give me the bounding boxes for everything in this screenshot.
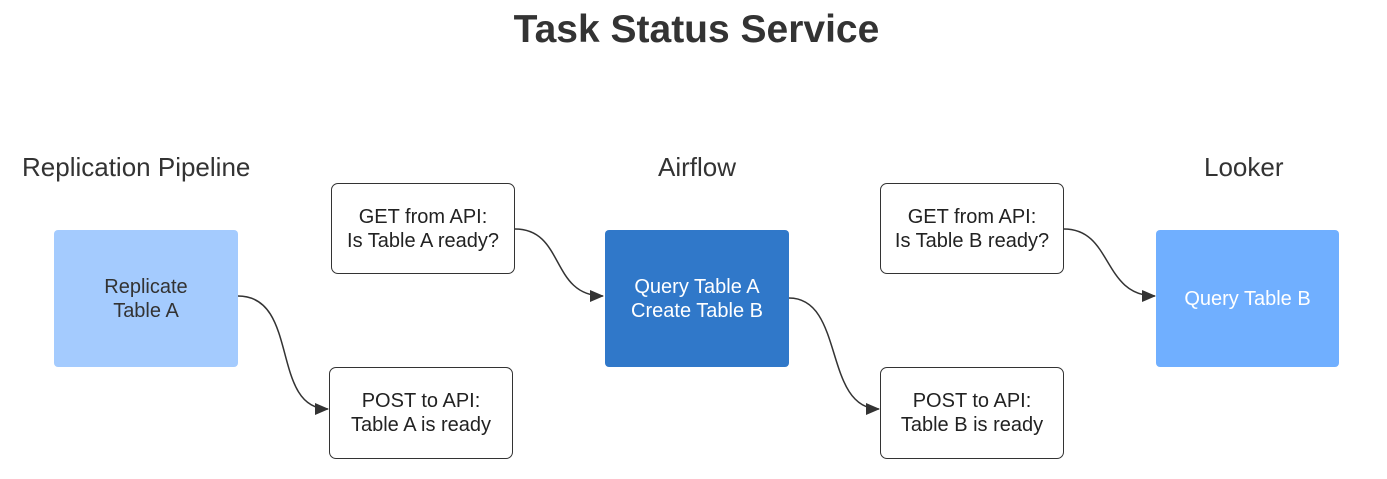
get-table-b-ready-note[interactable]: GET from API: Is Table B ready?: [880, 183, 1064, 274]
box-line: Table A: [113, 299, 179, 322]
connector-get-b-to-looker: [1063, 228, 1156, 302]
box-line: Is Table A ready?: [347, 229, 499, 252]
box-line: Query Table A: [634, 275, 760, 298]
connector-replicate-to-post-a: [237, 295, 329, 415]
box-line: Replicate: [104, 275, 188, 298]
connector-get-a-to-airflow: [514, 228, 604, 302]
box-line: GET from API:: [907, 205, 1037, 228]
diagram-title: Task Status Service: [513, 8, 880, 51]
box-line: Table A is ready: [350, 414, 492, 436]
box-line: POST to API:: [361, 390, 481, 412]
box-line: Create Table B: [631, 299, 763, 322]
post-table-a-ready-note[interactable]: POST to API: Table A is ready: [329, 367, 513, 459]
connector-airflow-to-post-b: [788, 297, 880, 415]
box-line: POST to API:: [912, 390, 1032, 412]
box-line: GET from API:: [358, 205, 488, 228]
airflow-query-box[interactable]: Query Table A Create Table B: [605, 230, 789, 367]
looker-query-box[interactable]: Query Table B: [1156, 230, 1339, 367]
box-line: Query Table B: [1184, 287, 1311, 310]
lane-label-replication-pipeline: Replication Pipeline: [22, 152, 251, 182]
replicate-table-a-box[interactable]: Replicate Table A: [54, 230, 238, 367]
lane-label-airflow: Airflow: [658, 152, 737, 182]
box-line: Table B is ready: [900, 414, 1044, 436]
post-table-b-ready-note[interactable]: POST to API: Table B is ready: [880, 367, 1064, 459]
lane-label-looker: Looker: [1204, 152, 1284, 182]
box-line: Is Table B ready?: [894, 229, 1050, 252]
get-table-a-ready-note[interactable]: GET from API: Is Table A ready?: [331, 183, 515, 274]
